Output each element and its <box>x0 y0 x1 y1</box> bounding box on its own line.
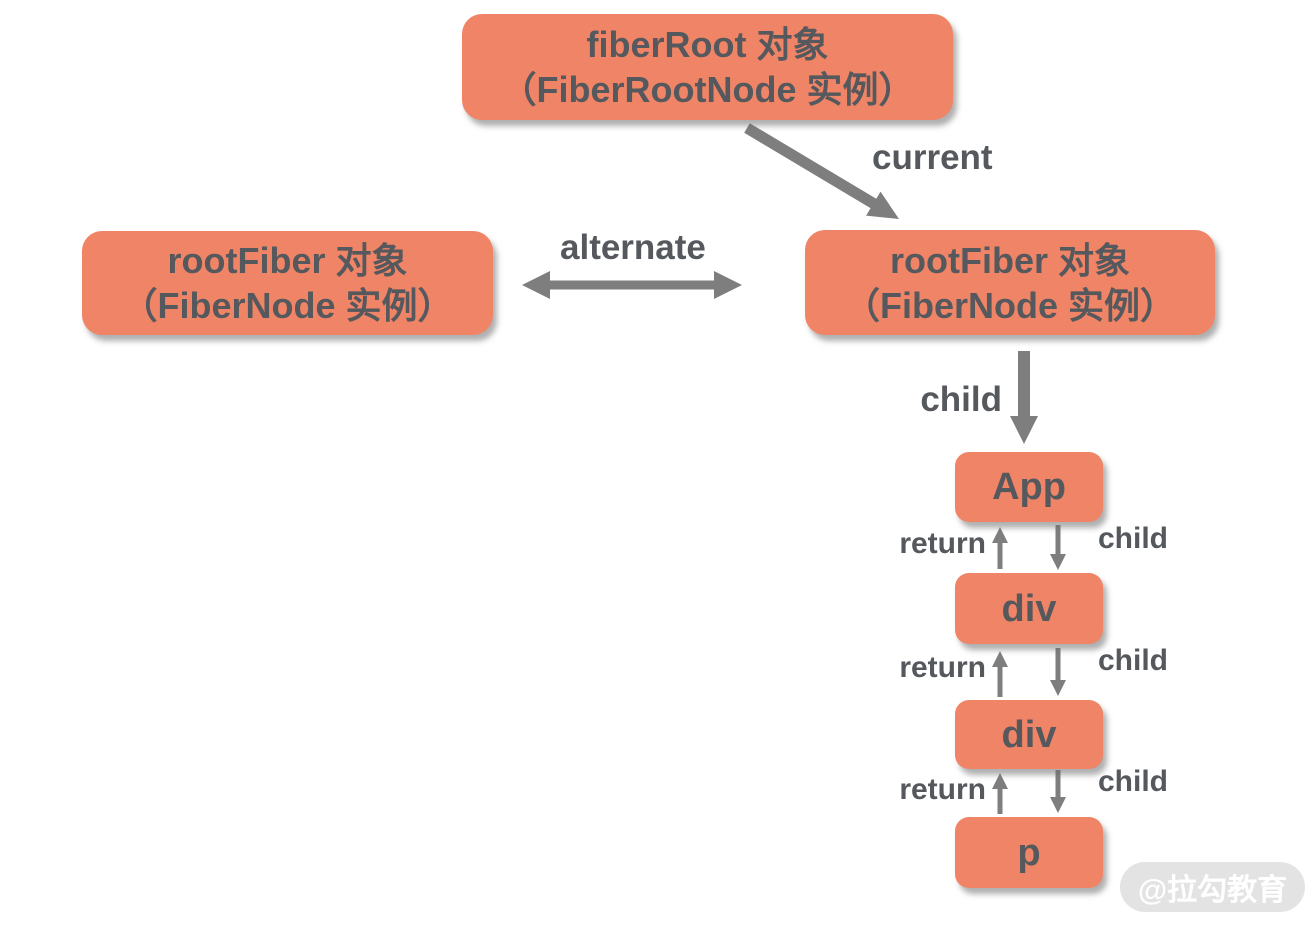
node-fiberroot: fiberRoot 对象 （FiberRootNode 实例） <box>462 14 953 120</box>
child-arrow-2 <box>1050 648 1066 696</box>
watermark-text: @拉勾教育 <box>1137 874 1288 907</box>
edge-label-current: current <box>872 138 993 177</box>
node-rootfiber-left-line1: rootFiber 对象 <box>167 240 408 281</box>
node-rootfiber-right-line1: rootFiber 对象 <box>890 239 1130 281</box>
node-div-2: div <box>955 700 1103 769</box>
edge-label-return-3: return <box>899 773 986 806</box>
node-div-2-label: div <box>1001 713 1057 756</box>
edge-label-child-1: child <box>1098 522 1169 555</box>
edge-label-child-2: child <box>1098 644 1169 677</box>
node-app-label: App <box>992 466 1066 508</box>
return-arrow-1 <box>992 527 1008 569</box>
edge-label-alternate: alternate <box>560 228 706 267</box>
node-rootfiber-left-line2: （FiberNode 实例） <box>121 285 454 326</box>
edge-label-child-3: child <box>1098 765 1169 798</box>
child-arrow-3 <box>1050 770 1066 813</box>
node-rootfiber-right-line2: （FiberNode 实例） <box>843 284 1177 326</box>
child-arrow-1 <box>1050 525 1066 570</box>
child-root-arrow <box>1010 351 1038 444</box>
node-app: App <box>955 452 1103 522</box>
node-fiberroot-line2: （FiberRootNode 实例） <box>500 69 915 110</box>
edge-label-child-root: child <box>920 380 1002 419</box>
node-rootfiber-left: rootFiber 对象 （FiberNode 实例） <box>82 231 493 335</box>
node-fiberroot-line1: fiberRoot 对象 <box>586 24 829 65</box>
return-arrow-3 <box>992 773 1008 814</box>
node-div-1-label: div <box>1001 587 1057 630</box>
edge-label-return-2: return <box>899 651 986 684</box>
node-rootfiber-right: rootFiber 对象 （FiberNode 实例） <box>805 230 1215 335</box>
node-p: p <box>955 817 1103 888</box>
node-div-1: div <box>955 573 1103 644</box>
return-arrow-2 <box>992 651 1008 697</box>
edge-label-return-1: return <box>899 527 986 560</box>
node-p-label: p <box>1017 831 1041 874</box>
alternate-arrow <box>522 271 742 299</box>
watermark-badge: @拉勾教育 <box>1120 862 1305 912</box>
